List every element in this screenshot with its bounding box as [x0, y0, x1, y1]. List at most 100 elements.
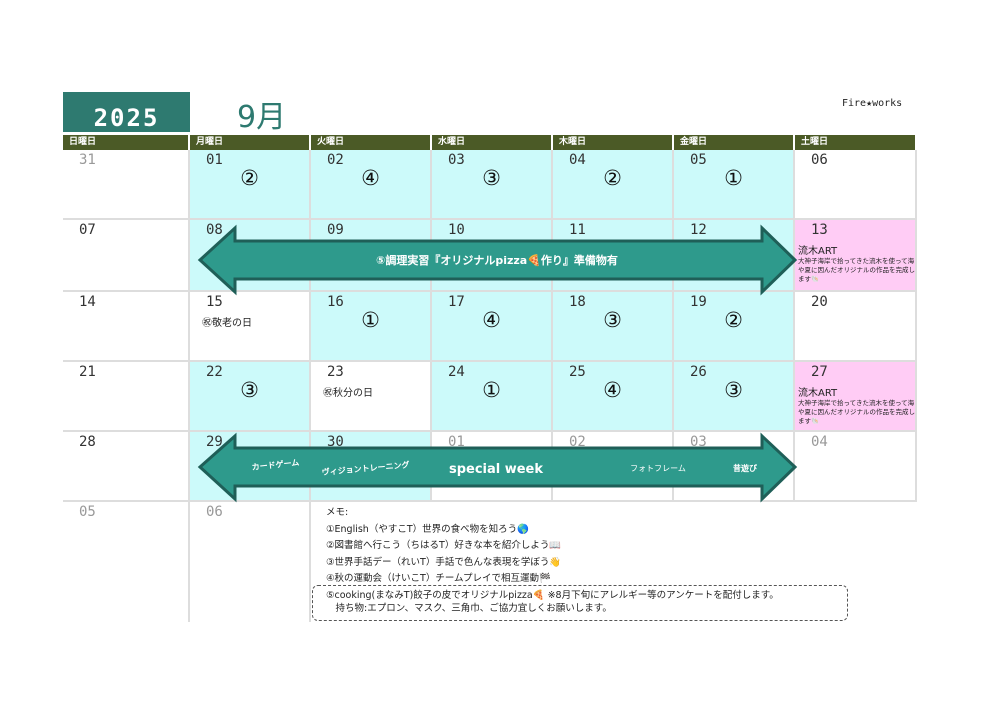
memo-line: ③世界手話デー（れいT）手話で色んな表現を学ぼう👋: [326, 556, 562, 568]
brand-label: Fire★works: [842, 98, 903, 109]
day-number: 17: [448, 294, 465, 310]
activity-number: ③: [724, 378, 743, 402]
weekday-header: 日曜日: [63, 135, 188, 150]
day-number: 05: [79, 504, 96, 520]
day-number: 04: [811, 434, 828, 450]
day-cell[interactable]: 17 ④: [432, 292, 553, 362]
day-cell[interactable]: 06: [795, 150, 917, 220]
day-number: 29: [206, 434, 223, 450]
holiday-label: ㊗敬老の日: [202, 318, 252, 329]
day-number: 24: [448, 364, 465, 380]
arrow-label: カードゲーム: [251, 457, 300, 472]
activity-number: ②: [603, 166, 622, 190]
day-number: 03: [690, 434, 707, 450]
day-number: 22: [206, 364, 223, 380]
day-number: 04: [569, 152, 586, 168]
day-cell[interactable]: 20: [795, 292, 917, 362]
day-cell[interactable]: 31: [63, 150, 190, 220]
day-cell[interactable]: 15 ㊗敬老の日: [190, 292, 311, 362]
day-number: 05: [690, 152, 707, 168]
month-label: 9月: [237, 100, 287, 135]
activity-number: ①: [361, 308, 380, 332]
memo-line: ④秋の運動会（けいこT）チームプレイで相互運動🏁: [326, 573, 551, 584]
day-cell[interactable]: 14: [63, 292, 190, 362]
day-number: 27: [811, 364, 828, 380]
activity-number: ④: [603, 378, 622, 402]
day-cell[interactable]: 01 ②: [190, 150, 311, 220]
weekday-header: 土曜日: [795, 135, 915, 150]
day-number: 10: [448, 222, 465, 238]
day-cell[interactable]: 04: [795, 432, 917, 502]
day-number: 15: [206, 294, 223, 310]
day-cell[interactable]: 02 ④: [311, 150, 432, 220]
arrow-label: フォトフレーム: [630, 464, 686, 473]
day-number: 08: [206, 222, 223, 238]
memo-line: ①English（やすこT）世界の食べ物を知ろう🌎: [326, 523, 529, 535]
arrow-label: special week: [449, 462, 543, 477]
day-number: 12: [690, 222, 707, 238]
day-cell[interactable]: 05 ①: [674, 150, 795, 220]
arrow-special-week: カードゲーム ヴィジョントレーニング special week フォトフレーム …: [197, 432, 798, 503]
day-cell[interactable]: 28: [63, 432, 190, 502]
weekday-header: 火曜日: [311, 135, 430, 150]
activity-number: ④: [361, 166, 380, 190]
day-cell[interactable]: 07: [63, 220, 190, 292]
memo-dashed-box: [312, 585, 848, 621]
activity-number: ①: [482, 378, 501, 402]
memo: メモ: ①English（やすこT）世界の食べ物を知ろう🌎 ②図書館へ行こう（ち…: [326, 505, 779, 616]
activity-number: ③: [240, 378, 259, 402]
day-number: 23: [327, 364, 344, 380]
day-cell[interactable]: 05: [63, 502, 190, 622]
activity-number: ④: [482, 308, 501, 332]
day-number: 26: [690, 364, 707, 380]
art-desc: 大神子海岸で拾ってきた流木を使って海や夏に因んだオリジナルの作品を完成します🐚: [798, 257, 915, 283]
day-cell[interactable]: 24 ①: [432, 362, 553, 432]
arrow-label: 昔遊び: [733, 463, 757, 473]
holiday-label: ㊗秋分の日: [323, 388, 373, 399]
day-number: 13: [811, 222, 828, 238]
activity-number: ②: [240, 166, 259, 190]
day-cell[interactable]: 26 ③: [674, 362, 795, 432]
day-cell[interactable]: 16 ①: [311, 292, 432, 362]
memo-title: メモ:: [326, 507, 349, 518]
memo-line: 持ち物:エプロン、マスク、三角巾、ご協力宜しくお願いします。: [326, 602, 612, 614]
day-number: 07: [79, 222, 96, 238]
activity-number: ①: [724, 166, 743, 190]
day-number: 18: [569, 294, 586, 310]
day-cell[interactable]: 19 ②: [674, 292, 795, 362]
weekday-header: 木曜日: [553, 135, 672, 150]
day-number: 01: [206, 152, 223, 168]
art-title: 流木ART: [798, 388, 838, 399]
day-number: 02: [327, 152, 344, 168]
day-number: 01: [448, 434, 465, 450]
day-number: 30: [327, 434, 344, 450]
day-number: 06: [811, 152, 828, 168]
day-number: 14: [79, 294, 96, 310]
memo-line: ⑤cooking(まなみT)餃子の皮でオリジナルpizza🍕 ※8月下旬にアレル…: [326, 589, 779, 601]
day-number: 06: [206, 504, 223, 520]
day-number: 19: [690, 294, 707, 310]
day-cell[interactable]: 23 ㊗秋分の日: [311, 362, 432, 432]
day-cell[interactable]: 18 ③: [553, 292, 674, 362]
day-number: 16: [327, 294, 344, 310]
art-desc: 大神子海岸で拾ってきた流木を使って海や夏に因んだオリジナルの作品を完成します🐚: [798, 399, 915, 425]
day-cell[interactable]: 21: [63, 362, 190, 432]
weekday-header: 金曜日: [674, 135, 793, 150]
arrow-cooking-label: ⑤調理実習『オリジナルpizza🍕作り』準備物有: [376, 253, 618, 267]
activity-number: ③: [603, 308, 622, 332]
day-cell[interactable]: 06: [190, 502, 311, 622]
day-cell[interactable]: 22 ③: [190, 362, 311, 432]
activity-number: ②: [724, 308, 743, 332]
day-number: 28: [79, 434, 96, 450]
year-label: 2025: [63, 92, 190, 132]
day-number: 11: [569, 222, 586, 238]
activity-number: ③: [482, 166, 501, 190]
day-cell[interactable]: 04 ②: [553, 150, 674, 220]
